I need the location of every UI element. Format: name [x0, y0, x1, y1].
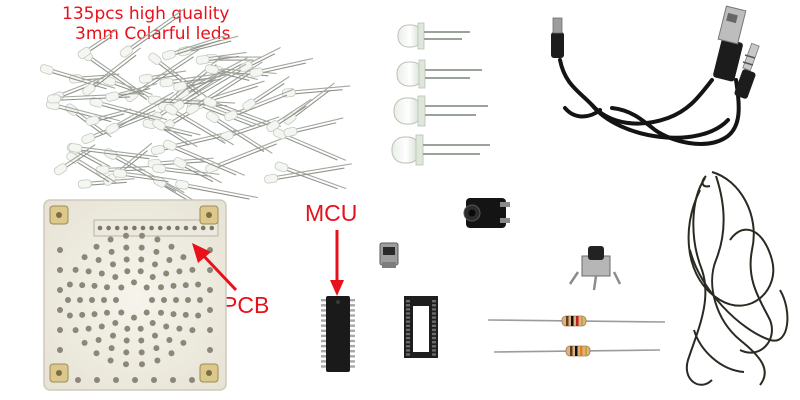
- resistor-icon: [487, 315, 666, 357]
- mcu-label: MCU: [305, 200, 358, 226]
- caption-line-1: 135pcs high quality: [62, 4, 230, 24]
- pcb-arrow: [192, 243, 238, 292]
- wire-coil-icon: [685, 171, 789, 386]
- mini-usb-connector-icon: [379, 242, 399, 268]
- pcb-board-icon: [43, 199, 227, 391]
- led-pile-icon: [39, 7, 352, 211]
- ic-socket-icon: [404, 296, 438, 358]
- pcb-label: PCB: [222, 292, 270, 318]
- audio-jack-icon: [463, 198, 510, 228]
- tactile-switch-icon: [568, 246, 622, 291]
- led-icon: [391, 22, 490, 166]
- usb-audio-cable-icon: [551, 5, 760, 146]
- mcu-arrow: [330, 230, 344, 296]
- caption-line-2: 3mm Colarful leds: [75, 24, 231, 44]
- mcu-chip-icon: [321, 296, 355, 372]
